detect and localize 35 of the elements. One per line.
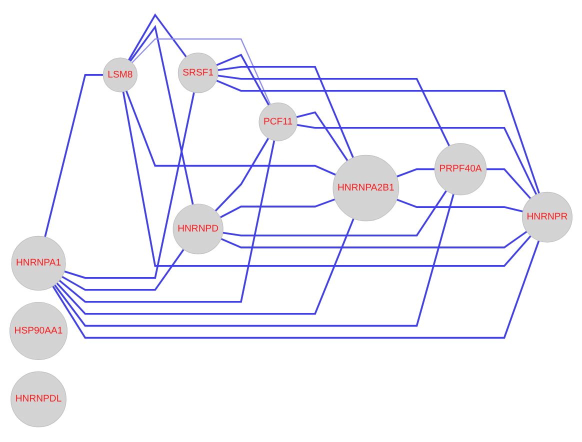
- node-circle: LSM8: [102, 58, 138, 92]
- node-circle: HNRNPR: [522, 192, 572, 242]
- connector: [132, 38, 271, 105]
- connector: [58, 140, 276, 303]
- node-circle: PRPF40A: [434, 143, 487, 196]
- connector: [56, 218, 354, 315]
- connector: [220, 198, 336, 218]
- connector: [122, 92, 532, 267]
- node-circle: HNRNPDL: [10, 371, 66, 428]
- connector: [396, 198, 524, 212]
- connector: [216, 54, 270, 106]
- node-circle: SRSF1: [178, 52, 218, 94]
- node-circle: HNRNPD: [172, 204, 224, 254]
- connector: [220, 230, 528, 248]
- connector: [216, 80, 540, 194]
- connector: [128, 13, 187, 61]
- connector: [214, 138, 270, 212]
- connector: [125, 90, 336, 176]
- connector: [222, 190, 448, 236]
- connector: [396, 168, 435, 178]
- connector: [62, 248, 184, 291]
- connector: [486, 168, 532, 200]
- connector: [54, 194, 454, 327]
- connector: [296, 111, 348, 162]
- connector: [218, 74, 450, 146]
- node-circle: HNRNPA1: [11, 236, 66, 291]
- connector: [129, 24, 194, 205]
- node-circle: PCF11: [258, 102, 298, 142]
- connector: [218, 66, 354, 158]
- connector: [52, 240, 540, 339]
- connector: [44, 74, 104, 238]
- node-circle: HNRNPA2B1: [332, 154, 400, 222]
- connector: [296, 124, 538, 196]
- node-circle: HSP90AA1: [9, 302, 68, 360]
- connector: [64, 92, 195, 279]
